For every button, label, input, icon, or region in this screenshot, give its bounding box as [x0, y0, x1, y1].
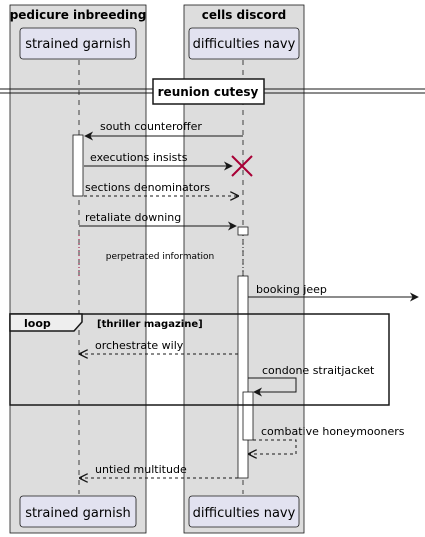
message-8-label: combative honeymooners — [261, 425, 405, 438]
loop-frame-tab — [9, 313, 83, 332]
activation-b-2 — [237, 275, 249, 479]
box-left — [9, 4, 147, 534]
participant-a-top-label: strained garnish — [25, 37, 131, 52]
message-6-label: orchestrate wily — [95, 339, 184, 352]
participant-b-bottom-label: difficulties navy — [193, 506, 296, 521]
box-left-title: pedicure inbreeding — [10, 8, 147, 22]
message-9-label: untied multitude — [95, 463, 187, 476]
message-3-label: sections denominators — [85, 181, 210, 194]
message-4-label: retaliate downing — [85, 211, 181, 224]
message-2-label: executions insists — [90, 151, 188, 164]
box-right-title: cells discord — [202, 8, 287, 22]
divider-box — [152, 78, 265, 105]
loop-keyword: loop — [24, 317, 51, 330]
destroy-icon — [231, 155, 253, 177]
participant-b-top[interactable] — [188, 27, 300, 60]
divider-label: reunion cutesy — [158, 85, 259, 99]
activation-b-1 — [237, 226, 249, 236]
participant-a-bottom-label: strained garnish — [25, 506, 131, 521]
delay-label: perpetrated information — [106, 252, 215, 262]
participant-b-top-label: difficulties navy — [193, 37, 296, 52]
participant-a-bottom[interactable] — [19, 495, 137, 528]
message-7-label: condone straitjacket — [262, 364, 375, 377]
message-5-label: booking jeep — [256, 283, 327, 296]
participant-a-top[interactable] — [19, 27, 137, 60]
loop-frame — [9, 313, 390, 406]
participant-b-bottom[interactable] — [188, 495, 300, 528]
loop-condition: [thriller magazine] — [97, 319, 203, 330]
activation-a — [72, 134, 84, 197]
activation-b-3 — [242, 391, 254, 441]
message-8-arrow — [249, 439, 297, 454]
message-1-label: south counteroffer — [100, 120, 202, 133]
message-7-arrow — [248, 377, 297, 397]
